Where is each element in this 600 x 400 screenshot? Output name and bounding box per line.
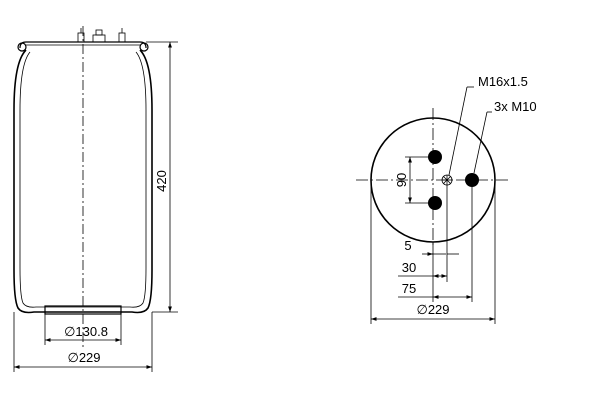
thread-hole <box>441 174 453 186</box>
top-bead-left <box>17 42 27 52</box>
top-view: M16x1.5 3x M10 90 5 30 75 ∅229 <box>356 74 537 324</box>
height-label: 420 <box>154 170 169 192</box>
bolt-callout: 3x M10 <box>494 99 537 114</box>
bolt-hole-top <box>428 150 442 164</box>
piston-diameter-label: ∅130.8 <box>64 324 108 339</box>
top-studs <box>77 28 126 43</box>
bellows-inner <box>19 51 147 308</box>
plate-diameter-label: ∅229 <box>416 302 449 317</box>
offset-75-label: 75 <box>402 281 416 296</box>
bolt-hole-right <box>465 173 479 187</box>
bolt-hole-bottom <box>428 196 442 210</box>
outer-diameter-label: ∅229 <box>67 350 100 365</box>
thread-leader <box>448 86 468 176</box>
bolt-leader <box>473 111 488 174</box>
top-bead-right <box>139 42 149 52</box>
thread-callout: M16x1.5 <box>478 74 528 89</box>
side-view: 420 ∅130.8 ∅229 <box>13 26 178 372</box>
vertical-spacing-label: 90 <box>394 173 409 187</box>
bellows-outline <box>13 49 153 314</box>
offset-5-label: 5 <box>404 238 411 253</box>
offset-30-label: 30 <box>402 260 416 275</box>
